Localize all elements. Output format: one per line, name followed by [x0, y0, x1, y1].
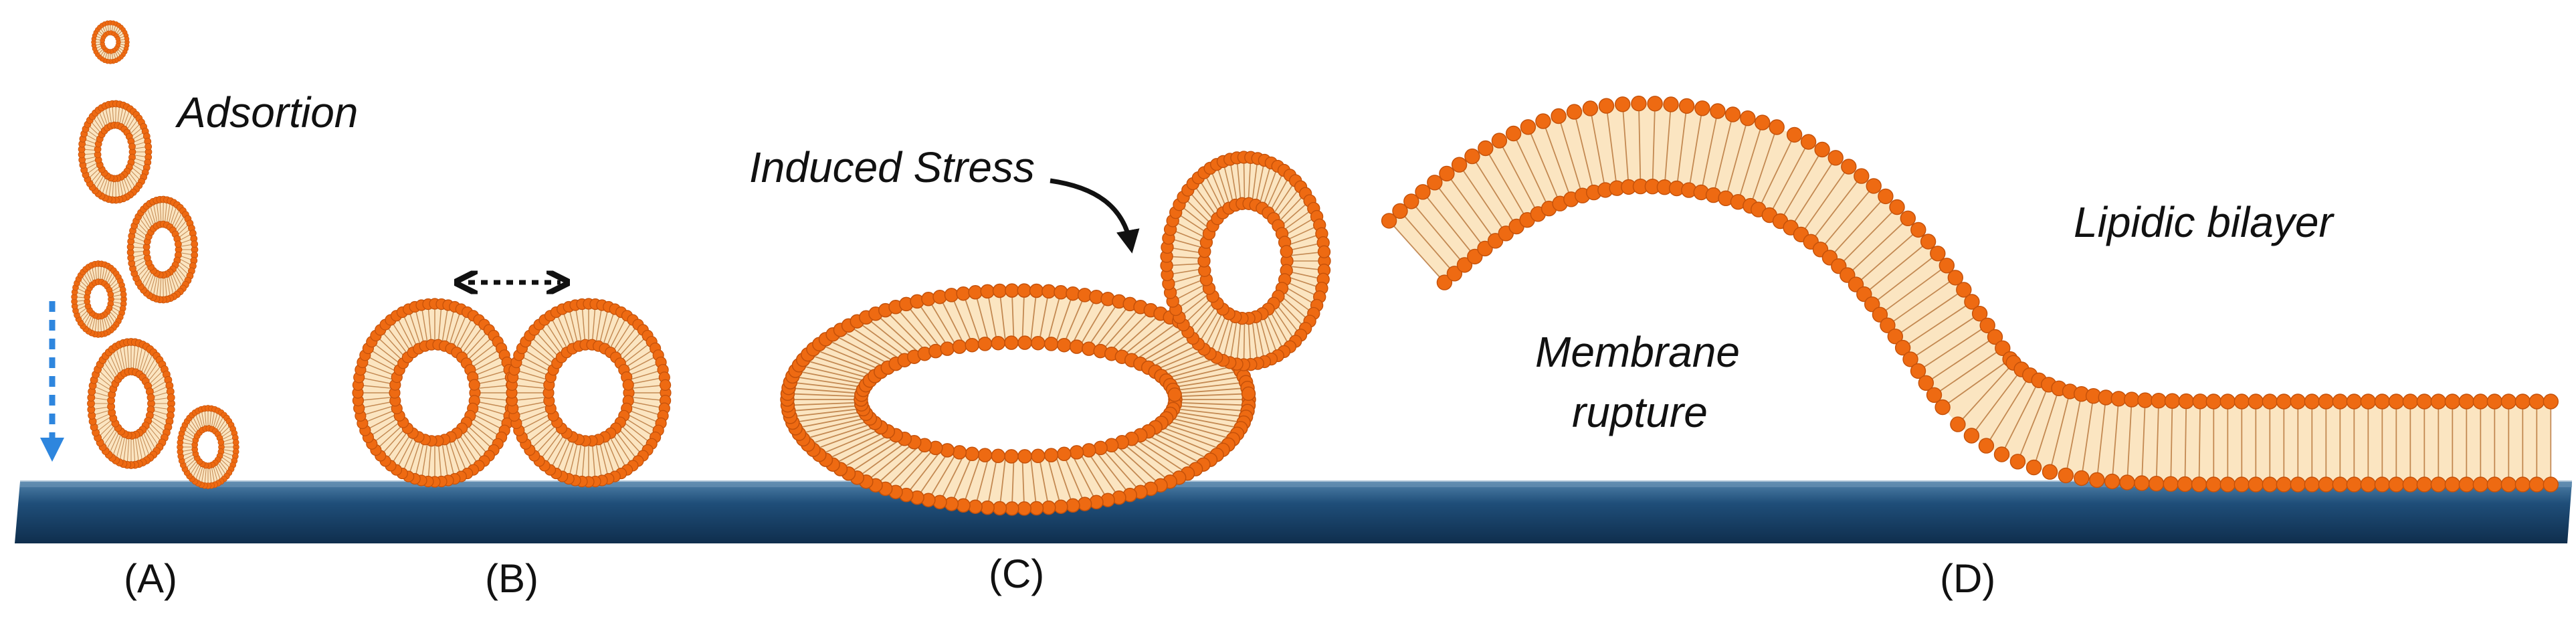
- membrane-rupture-label-line1: Membrane: [1535, 328, 1740, 376]
- lipidic-bilayer-label: Lipidic bilayer: [2074, 198, 2335, 246]
- stage-b-vesicle-pair: [352, 298, 672, 488]
- vesicle-a4: [71, 260, 127, 338]
- vesicle-c-incoming: [1160, 151, 1331, 371]
- stage-d-lipid-bilayer: [1381, 95, 2559, 493]
- adsortion-label: Adsortion: [175, 88, 358, 137]
- stage-a-adsorption-group: [71, 20, 239, 489]
- supported-bilayer: [1381, 95, 2559, 493]
- stage-c-label: (C): [989, 551, 1044, 596]
- stage-d-label: (D): [1940, 556, 1995, 601]
- vesicle-a5: [87, 338, 175, 469]
- stress-curved-arrow-icon: [1050, 178, 1140, 254]
- induced-stress-label: Induced Stress: [749, 143, 1035, 191]
- vesicle-a2: [78, 100, 153, 204]
- vesicle-b1: [352, 298, 518, 488]
- vesicle-a1: [91, 20, 130, 64]
- vesicle-a3: [126, 195, 199, 304]
- stage-b-label: (B): [485, 556, 538, 601]
- stage-c-induced-stress-group: [780, 151, 1331, 516]
- vesicle-c-flattened: [780, 283, 1256, 516]
- vesicle-b2: [506, 298, 672, 488]
- vesicle-a6: [177, 405, 239, 489]
- substrate-surface: [15, 480, 2572, 543]
- membrane-rupture-label-line2: rupture: [1572, 388, 1708, 436]
- stage-a-label: (A): [124, 556, 177, 601]
